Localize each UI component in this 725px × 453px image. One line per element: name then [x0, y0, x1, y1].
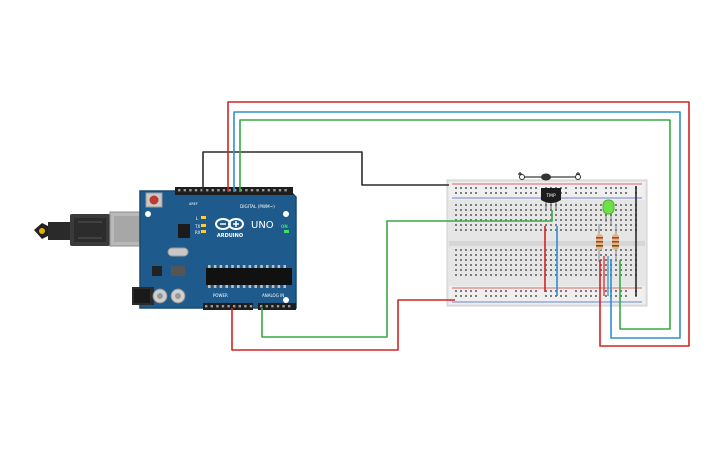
aref-label: AREF: [189, 202, 198, 206]
wire-red-power[interactable]: [231, 299, 455, 351]
crystal: [167, 247, 189, 257]
on-led: [284, 230, 289, 233]
mounting-hole: [283, 297, 289, 303]
bottom-pins: [205, 305, 291, 308]
digital-pins: [178, 189, 287, 192]
resistor[interactable]: [596, 224, 603, 262]
analog-label: ANALOG IN: [262, 293, 284, 298]
sensor-label: TMP: [545, 193, 556, 199]
smd-part: [171, 266, 185, 276]
digital-label: DIGITAL (PWM~): [240, 204, 275, 209]
breadboard-holes: [455, 187, 637, 297]
wire-red-outer[interactable]: [227, 101, 690, 347]
l-label: L: [196, 216, 199, 221]
tx-label: TX: [194, 224, 200, 229]
rx-label: RX: [195, 230, 201, 235]
temperature-slider[interactable]: [518, 172, 581, 181]
temperature-sensor[interactable]: TMP: [541, 188, 561, 210]
tx-led: [201, 224, 206, 227]
resistor[interactable]: [612, 224, 619, 262]
mounting-hole: [145, 211, 151, 217]
green-led[interactable]: [602, 199, 615, 226]
brand-label: ARDUINO: [217, 233, 243, 239]
usb-chip: [178, 224, 190, 238]
power-label: POWER: [213, 293, 228, 298]
wire-green-outer[interactable]: [239, 119, 671, 330]
model-label: UNO: [251, 220, 274, 231]
atmega-chip: [206, 265, 292, 288]
rx-led: [201, 230, 206, 233]
reset-button[interactable]: [145, 192, 163, 208]
slider-knob[interactable]: [541, 173, 551, 181]
arduino-uno-board[interactable]: ARDUINO UNO DIGITAL (PWM~) TX RX ON L PO…: [34, 187, 297, 310]
regulator: [152, 266, 162, 276]
wire-black-gnd[interactable]: [202, 151, 449, 192]
wire-green-analog[interactable]: [261, 210, 553, 338]
mounting-hole: [283, 211, 289, 217]
l-led: [201, 216, 206, 219]
arduino-logo: [215, 218, 244, 230]
wire-blue-outer[interactable]: [233, 111, 681, 339]
on-label: ON: [281, 224, 288, 229]
